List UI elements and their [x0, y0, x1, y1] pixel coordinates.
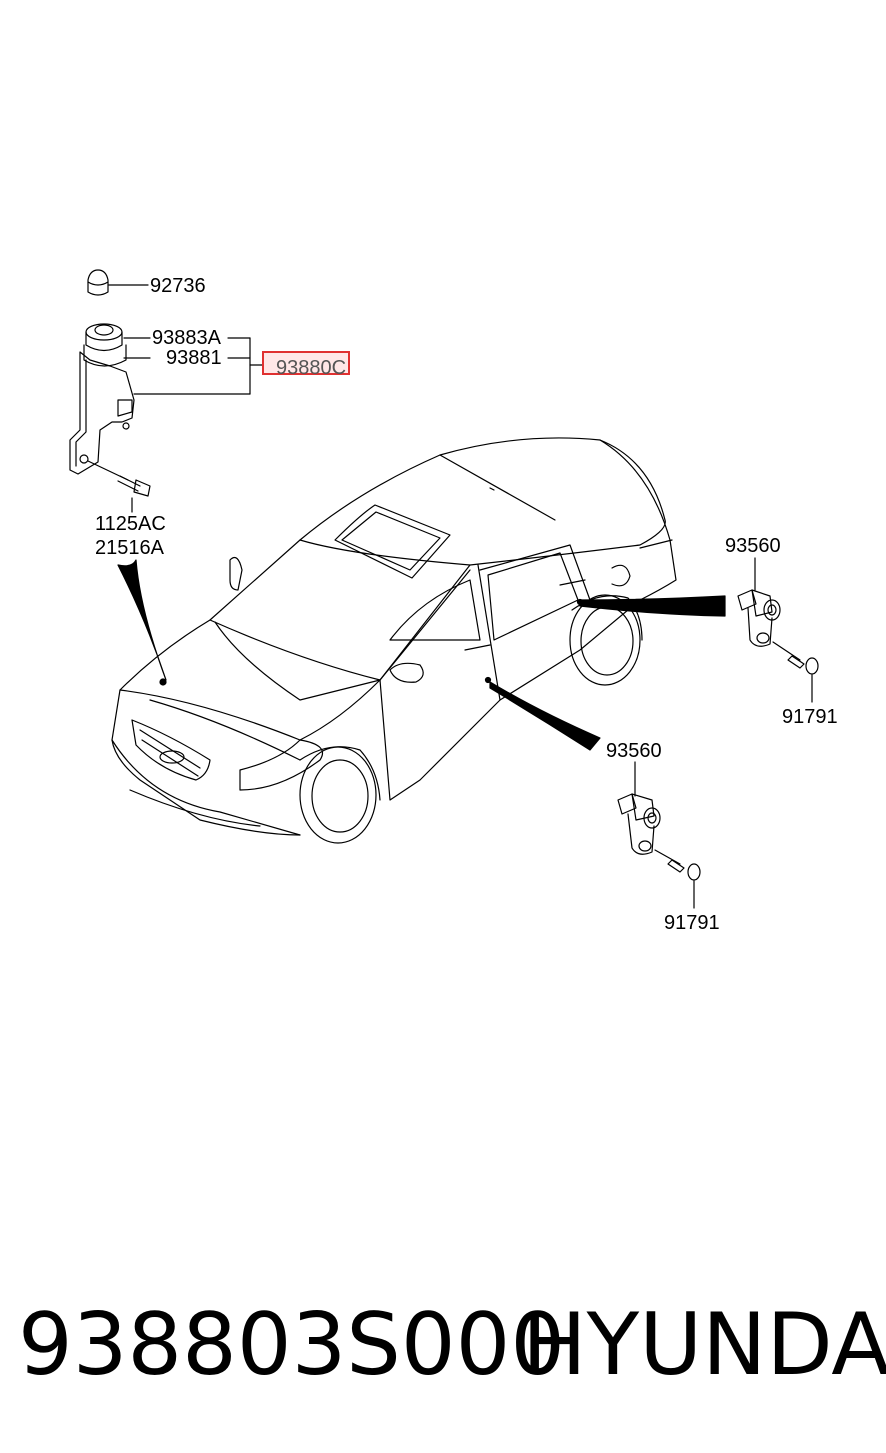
hood-switch-assembly — [69, 269, 263, 513]
hood-leader-arrow — [117, 559, 167, 681]
door-switch-lower — [617, 761, 701, 909]
label-93560-lower: 93560 — [606, 740, 662, 762]
label-93881: 93881 — [166, 347, 222, 369]
footer-brand: HYUNDAI — [522, 1295, 886, 1395]
label-21516A: 21516A — [95, 537, 164, 559]
footer-part-number: 938803S000 — [18, 1295, 566, 1395]
label-92736: 92736 — [150, 275, 206, 297]
car-outline — [111, 437, 677, 844]
label-93880C: 93880C — [276, 357, 347, 379]
label-91791-lower: 91791 — [664, 912, 720, 934]
label-91791-upper: 91791 — [782, 706, 838, 728]
door-switch-upper — [737, 557, 819, 703]
highlighted-part-box — [262, 351, 350, 375]
parts-diagram — [69, 269, 819, 909]
label-93560-upper: 93560 — [725, 535, 781, 557]
trunk-leader-arrow — [579, 595, 726, 617]
label-1125AC: 1125AC — [95, 513, 166, 535]
door-leader-arrow — [489, 681, 601, 751]
label-93883A: 93883A — [152, 327, 221, 349]
